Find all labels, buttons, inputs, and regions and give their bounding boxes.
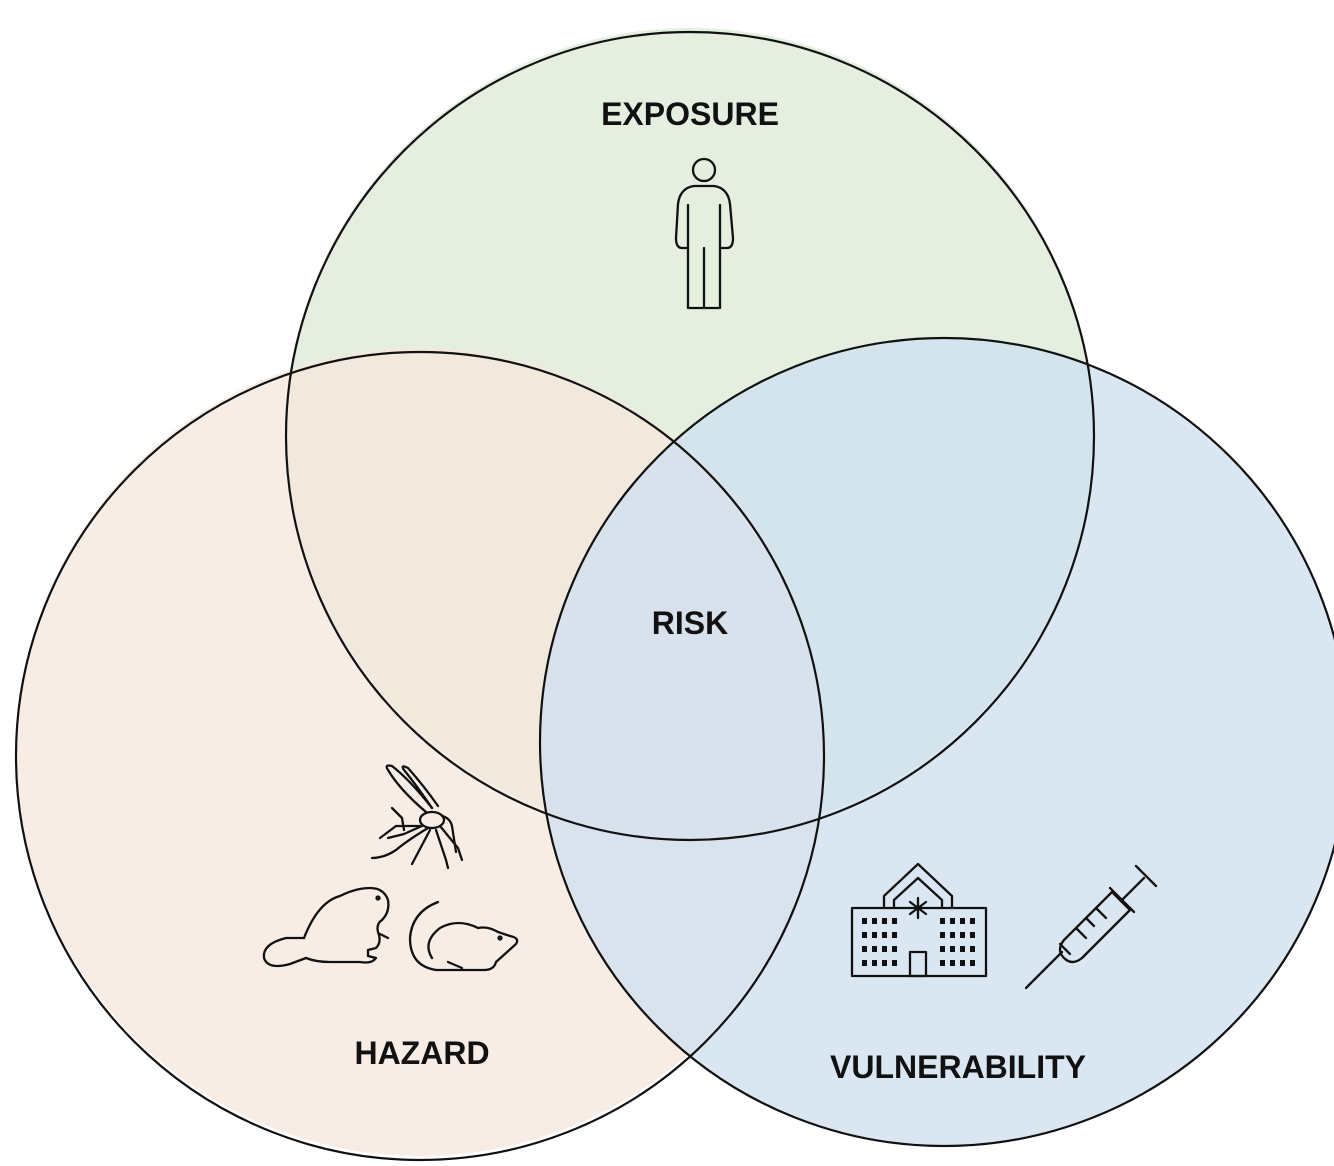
risk-label: RISK <box>652 605 728 641</box>
hazard-label: HAZARD <box>354 1035 489 1071</box>
circle-outlines <box>14 30 1334 1162</box>
person-icon <box>674 157 735 310</box>
hazard-circle-outline <box>14 350 826 1162</box>
vulnerability-circle-fill <box>540 338 1334 1146</box>
syringe-icon <box>1024 864 1158 990</box>
exposure-label: EXPOSURE <box>601 96 779 132</box>
mosquito-icon <box>370 764 464 870</box>
hospital-icon <box>850 862 988 978</box>
hospital-windows <box>862 918 975 966</box>
rat-icon <box>408 900 519 972</box>
circle-fills <box>16 28 1334 1156</box>
vulnerability-circle-outline <box>539 337 1334 1147</box>
exposure-circle-outline <box>284 30 1096 842</box>
beaver-icon <box>262 886 390 968</box>
vulnerability-label: VULNERABILITY <box>830 1049 1086 1085</box>
